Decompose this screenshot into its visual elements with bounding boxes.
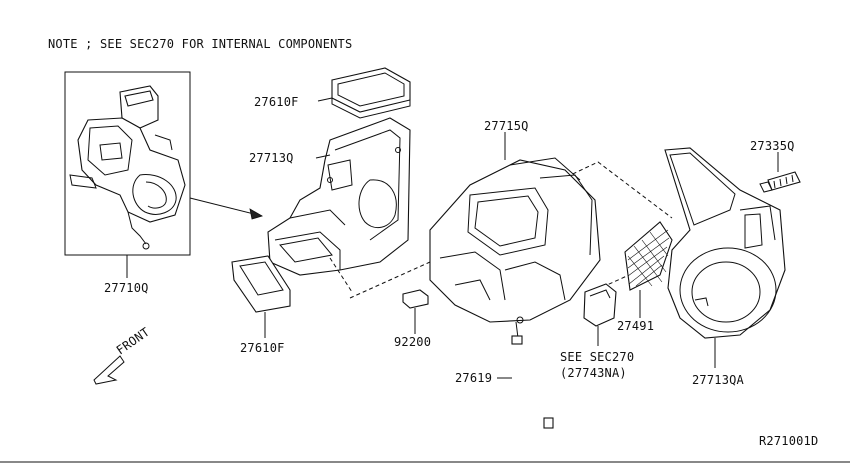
part-27335Q: 27335Q bbox=[750, 139, 801, 193]
part-27743NA-actuator: SEE SEC270 (27743NA) bbox=[560, 283, 634, 380]
part-label-92200: 92200 bbox=[394, 335, 431, 349]
part-27713Q: 27713Q bbox=[249, 117, 411, 276]
part-27619: 27619 bbox=[455, 335, 554, 429]
part-92200: 92200 bbox=[394, 289, 431, 349]
part-label-27619: 27619 bbox=[455, 371, 492, 385]
part-label-27710Q: 27710Q bbox=[104, 281, 149, 295]
part-27713QA: 27713QA bbox=[664, 147, 786, 387]
part-27610F-top: 27610F bbox=[254, 67, 411, 119]
blower-unit-illustration bbox=[69, 85, 186, 250]
inset-27710Q: 27710Q bbox=[64, 71, 191, 295]
front-arrow-icon bbox=[93, 355, 125, 385]
part-label-27715Q: 27715Q bbox=[484, 119, 529, 133]
part-27491-mesh: 27491 bbox=[617, 221, 673, 333]
part-label-27335Q: 27335Q bbox=[750, 139, 795, 153]
part-label-27610F-bottom: 27610F bbox=[240, 341, 285, 355]
part-label-27610F-top: 27610F bbox=[254, 95, 299, 109]
part-label-27491: 27491 bbox=[617, 319, 654, 333]
front-indicator: FRONT bbox=[93, 325, 152, 385]
note-text: NOTE ; SEE SEC270 FOR INTERNAL COMPONENT… bbox=[48, 37, 352, 51]
part-27610F-bottom: 27610F bbox=[231, 255, 291, 355]
part-27715Q: 27715Q bbox=[429, 119, 601, 339]
drawing-reference: R271001D bbox=[759, 434, 818, 448]
see-sec-line2: (27743NA) bbox=[560, 366, 627, 380]
part-label-27713QA: 27713QA bbox=[692, 373, 745, 387]
see-sec-line1: SEE SEC270 bbox=[560, 350, 634, 364]
assembly-arrow bbox=[189, 197, 263, 220]
front-label: FRONT bbox=[114, 325, 152, 358]
part-label-27713Q: 27713Q bbox=[249, 151, 294, 165]
